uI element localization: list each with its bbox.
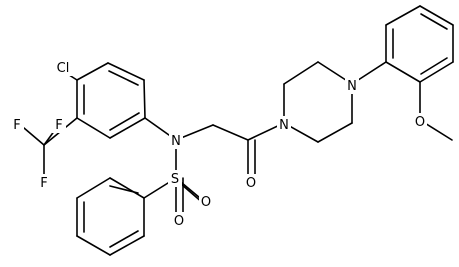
- atom-label-n-piperazine-2: N: [347, 79, 357, 94]
- bond: [76, 177, 111, 199]
- bonds: [23, 5, 454, 256]
- bond: [109, 117, 146, 139]
- bond: [419, 5, 454, 26]
- bond: [109, 185, 139, 194]
- atom-f1: F: [10, 116, 24, 133]
- atom-label-cl: Cl: [57, 61, 70, 76]
- atom-o-carbonyl: O: [244, 174, 258, 191]
- bond: [76, 117, 111, 139]
- atom-n-piperazine-1: N: [277, 116, 291, 133]
- bond: [107, 62, 145, 81]
- bond: [109, 230, 139, 248]
- atom-o-sulfonyl-1: O: [199, 193, 213, 210]
- atom-label-f3: F: [40, 176, 47, 191]
- atom-label-f1: F: [13, 118, 20, 133]
- bond: [109, 235, 145, 256]
- atom-label-f2: F: [55, 118, 62, 133]
- bond: [419, 61, 454, 83]
- atom-label-s: S: [171, 172, 179, 187]
- atom-cl: Cl: [52, 59, 74, 76]
- atom-label-n-piperazine-1: N: [279, 118, 289, 133]
- bond: [212, 124, 249, 141]
- bond: [385, 61, 421, 83]
- atom-n-piperazine-2: N: [345, 77, 359, 94]
- bond: [420, 57, 448, 75]
- bond: [108, 70, 139, 86]
- atom-o-methoxy: O: [413, 113, 427, 130]
- bond: [23, 127, 45, 146]
- bond: [283, 61, 319, 85]
- atom-label-o-methoxy: O: [415, 115, 425, 130]
- atom-n-amine: N: [169, 132, 183, 149]
- atom-f3: F: [37, 174, 51, 191]
- atom-f2: F: [52, 116, 66, 133]
- atom-label-o-carbonyl: O: [246, 176, 256, 191]
- bond: [420, 13, 448, 30]
- bond: [76, 235, 111, 256]
- bond: [109, 112, 140, 131]
- bond: [109, 177, 145, 199]
- atom-labels: Cl F F F N S O O: [10, 59, 427, 229]
- bond: [317, 122, 353, 143]
- atom-o-sulfonyl-2: O: [172, 212, 186, 229]
- atom-s: S: [168, 170, 182, 187]
- atom-label-n-amine: N: [171, 134, 181, 149]
- bond: [76, 62, 109, 81]
- bond: [143, 79, 146, 119]
- atom-label-o-sulfonyl-1: O: [201, 195, 211, 210]
- atom-label-o-sulfonyl-2: O: [174, 214, 184, 229]
- bond: [385, 5, 421, 26]
